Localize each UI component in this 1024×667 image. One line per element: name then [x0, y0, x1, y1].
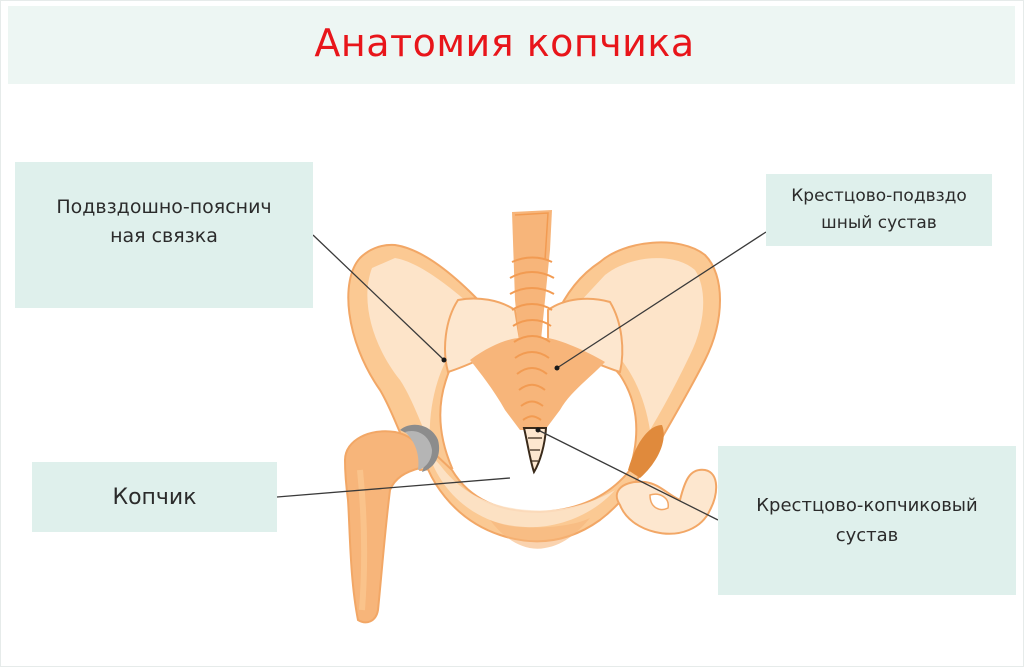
right-pubis: [615, 468, 718, 535]
pointer-iliolumbar: [312, 234, 445, 361]
title-bar: Анатомия копчика: [8, 6, 1015, 84]
label-sacroiliac-joint-text: Крестцово-подвздо шный сустав: [791, 186, 967, 233]
right-acetabulum: [628, 425, 664, 478]
label-sacrococcygeal-joint-text: Крестцово-копчиковый сустав: [756, 494, 978, 546]
pointer-lines: [276, 231, 767, 521]
label-iliolumbar-ligament-text: Подвздошно-пояснич ная связка: [56, 196, 272, 247]
pointer-dot-sacrococcygeal: [535, 427, 541, 433]
left-femur: [343, 424, 440, 624]
pointer-sacrococcygeal: [537, 429, 719, 521]
pointer-sacroiliac: [556, 231, 767, 369]
label-iliolumbar-ligament: Подвздошно-пояснич ная связка: [15, 162, 313, 308]
label-coccyx-text: Копчик: [112, 484, 197, 510]
diagram-title: Анатомия копчика: [314, 21, 695, 65]
label-coccyx: Копчик: [32, 462, 277, 532]
pointer-coccyx: [276, 477, 511, 498]
spine: [509, 210, 555, 475]
sacrum: [444, 297, 624, 430]
pointer-dot-sacroiliac: [554, 365, 560, 371]
label-sacrococcygeal-joint: Крестцово-копчиковый сустав: [718, 446, 1016, 595]
pointer-dot-iliolumbar: [441, 357, 447, 363]
label-sacroiliac-joint: Крестцово-подвздо шный сустав: [766, 174, 992, 246]
